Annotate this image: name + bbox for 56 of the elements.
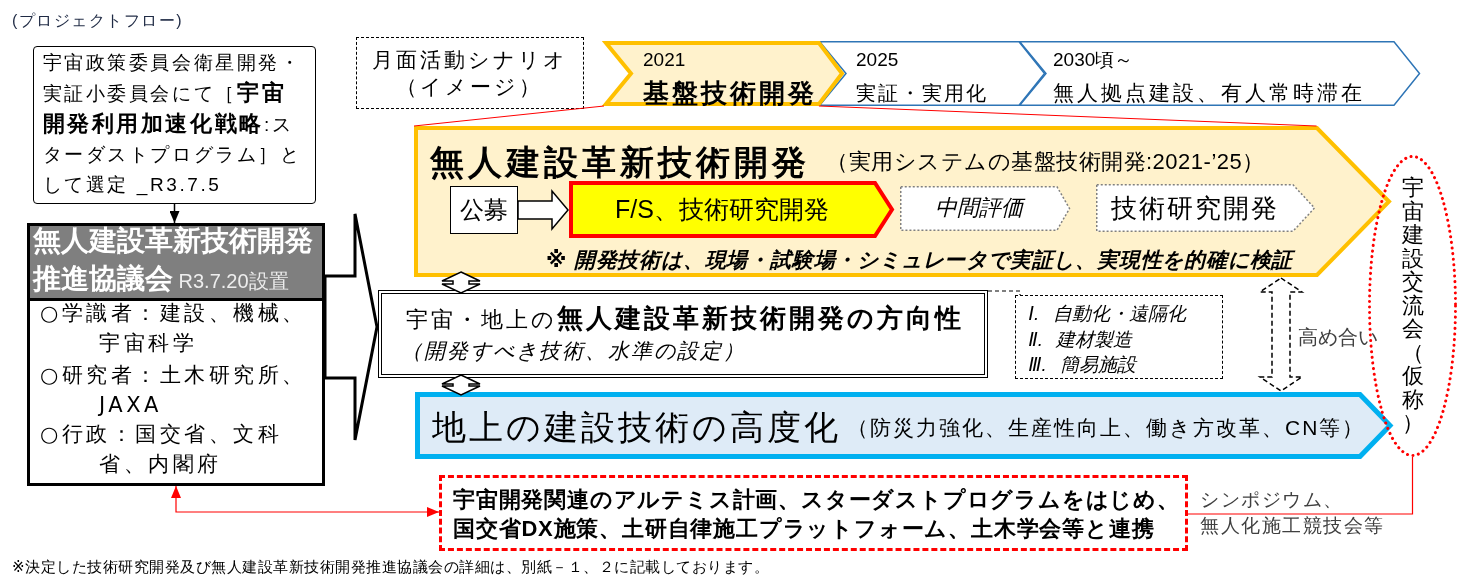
- box-text: 宇宙政策委員会衛星開発・実証小委員会にて［宇宙開発利用加速化戦略:スターダストプログラム］として選定 _R3.7.5: [42, 50, 303, 198]
- list-item: ○研究者：土木研究所、JAXA: [40, 362, 308, 419]
- subtitle: （防災力強化、生産性向上、働き方改革、CN等）: [847, 415, 1366, 441]
- block-arrow: [323, 212, 379, 442]
- edge-label: 高め合い: [1298, 325, 1378, 349]
- double-border-box: [378, 290, 988, 378]
- subtitle: （実用システムの基盤技術開発:2021-’25）: [826, 149, 1265, 175]
- phase-label: 実証・実用化: [856, 81, 988, 106]
- phase-label: 基盤技術開発: [643, 78, 817, 108]
- edge-label: シンポジウム、無人化施工競技会等: [1200, 488, 1386, 538]
- dashed-box: [356, 37, 584, 109]
- block-arrow: [517, 188, 569, 232]
- phase-box: [604, 41, 846, 106]
- box-text: F/S、技術研究開発: [614, 194, 830, 224]
- process-box: [450, 186, 518, 234]
- heading: 無人建設革新技術開発推進協議会 R3.7.20設置: [33, 224, 314, 296]
- pentagon-box: [900, 186, 1071, 231]
- vertical-text: 宇宙建設交流会（仮称）: [1400, 176, 1425, 435]
- phase-label: 無人拠点建設、有人常時滞在: [1053, 80, 1365, 106]
- dashed-box: [1015, 295, 1223, 379]
- list-item: ○学識者：建設、機械、宇宙科学: [40, 300, 308, 357]
- pentagon-box: [1096, 184, 1316, 232]
- arrow: [169, 203, 180, 224]
- dashed-box: [439, 475, 1188, 551]
- pentagon-banner: [414, 126, 1393, 277]
- note-text: ※ 開発技術は、現場・試験場・シミュレータで実証し、実現性を的確に検証: [546, 247, 1294, 273]
- connector-line: [1187, 456, 1414, 515]
- box-text: 月面活動シナリオ: [370, 46, 569, 73]
- title: (プロジェクトフロー): [12, 11, 184, 31]
- double-block-arrow: [441, 374, 481, 396]
- list-item: Ⅲ. 簡易施設: [1028, 352, 1137, 377]
- double-block-arrow: [441, 271, 481, 294]
- box-text: 技術研究開発: [1109, 192, 1280, 224]
- list-item: Ⅱ. 建材製造: [1028, 327, 1133, 352]
- heading: 地上の建設技術の高度化: [432, 407, 841, 447]
- connector-line: [413, 105, 605, 127]
- list-item: ○行政：国交省、文科省、内閣府: [40, 421, 284, 478]
- box-text: 宇宙・地上の無人建設革新技術開発の方向性: [406, 302, 964, 335]
- heading: 無人建設革新技術開発: [430, 142, 810, 182]
- connector-line: [818, 105, 1318, 127]
- footnote: ※決定した技術研究開発及び無人建設革新技術開発推進協議会の詳細は、別紙－１、２に記載しております。: [12, 558, 770, 576]
- box-text: （開発すべき技術、水準の設定）: [401, 338, 746, 364]
- info-box: [27, 223, 325, 486]
- box-text: （イメージ）: [395, 73, 544, 100]
- list-item: Ⅰ. 自動化・遠隔化: [1028, 301, 1186, 326]
- box-text: 中間評価: [900, 194, 1057, 222]
- double-block-arrow: [1257, 277, 1305, 392]
- arrow: [171, 485, 440, 517]
- year-label: 2021: [643, 49, 686, 71]
- phase-box: [1019, 41, 1421, 106]
- box-text: 宇宙開発関連のアルテミス計画、スターダストプログラムをはじめ、国交省DX施策、土研自律施工プラットフォーム、土木学会等と連携: [453, 486, 1181, 543]
- leader-line: [987, 290, 1021, 296]
- pentagon-banner: [415, 392, 1395, 459]
- year-label: 2025: [856, 49, 899, 71]
- year-label: 2030頃～: [1053, 49, 1134, 71]
- box-text: 公募: [458, 194, 509, 225]
